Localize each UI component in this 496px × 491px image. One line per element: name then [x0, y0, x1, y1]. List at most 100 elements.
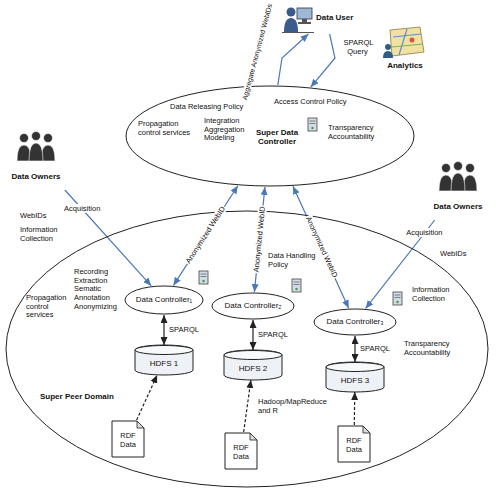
connector [354, 336, 355, 362]
hdfs-cylinder: HDFS 2 [223, 350, 283, 380]
edge-label: Anonymized WebID [303, 214, 339, 280]
ellipse-outline [6, 211, 488, 487]
text-block: Data Owners [4, 172, 68, 181]
text-block: Super Peer Domain [40, 392, 114, 401]
person-head [32, 132, 41, 141]
annotation-text: Data Handling Policy [268, 251, 316, 269]
annotation-text: Information Collection [412, 285, 450, 303]
annotation-text: WebIDs [20, 211, 47, 220]
document-outline [112, 421, 144, 457]
super-controller-region: Super Data Controller Data Releasing Poli… [125, 85, 415, 187]
map-sheet [390, 27, 424, 56]
map-road [393, 34, 421, 37]
node-label: Access Control Policy [274, 97, 347, 106]
cylinder-body [326, 362, 384, 392]
monitor-icon [297, 8, 312, 19]
rdf-document: RDF Data [111, 420, 145, 458]
text-block: RDF Data [341, 437, 367, 454]
person-body [383, 51, 393, 58]
node-label: Data Owners [434, 202, 483, 211]
node-label: Data Controller₁ [136, 295, 193, 304]
text-block: Data Controller₂ [225, 301, 282, 310]
edge-label: Acquisition [405, 229, 443, 238]
connector [163, 315, 164, 345]
document-fold [363, 426, 370, 433]
ellipse-outline [125, 286, 203, 314]
edge-label: Acquisition [63, 205, 101, 214]
node-label: Data User [316, 13, 353, 22]
data-owners-node: Data Owners [4, 128, 70, 190]
text-block: HDFS 1 [150, 359, 178, 368]
node-label: HDFS 1 [150, 359, 178, 368]
document-outline [338, 426, 370, 462]
document-fold [137, 421, 144, 428]
edge-label-text: SPARQL Query [343, 38, 374, 56]
text-block: Transparency Accountability [328, 124, 386, 141]
person-body [284, 18, 298, 32]
node-label: HDFS 2 [239, 364, 267, 373]
edge-label-text: SPARQL [257, 330, 289, 339]
analytics-icon-node: Analytics [380, 26, 432, 74]
node-label: HDFS 3 [341, 376, 369, 385]
annotation-label: Recording Extraction Sematic Annotation … [74, 268, 117, 311]
cylinder-top [135, 346, 193, 355]
annotation-label: Hadoop/MapReduce and R [258, 398, 328, 415]
text-block: Data Releasing Policy [170, 103, 243, 112]
desk-line [282, 32, 314, 33]
map-pin [410, 38, 415, 43]
dashed-connector [354, 392, 356, 425]
connector [252, 320, 253, 350]
node-label: Data Releasing Policy [170, 102, 243, 111]
edge-label-text: Acquisition [405, 228, 443, 237]
annotation-text: Hadoop/MapReduce and R [258, 397, 327, 415]
server-icon [308, 118, 317, 131]
text-block: Integration Aggregation Modeling [204, 117, 244, 143]
node-label: RDF Data [233, 443, 249, 461]
person-body [451, 173, 465, 191]
node-label: Analytics [387, 61, 423, 70]
node-label: Data Controller₂ [225, 301, 282, 310]
connector [173, 186, 237, 286]
annotation-text: Transparency Accountability [404, 339, 450, 357]
annotation-label: Data Handling Policy [268, 252, 318, 269]
document-outline [225, 433, 257, 469]
annotation-text: Information Collection [20, 225, 58, 243]
person-head [442, 164, 451, 173]
edge-label-text: SPARQL [168, 325, 200, 334]
server-icon [199, 271, 208, 284]
text-block: HDFS 2 [239, 364, 267, 373]
node-label: Super Peer Domain [40, 392, 114, 401]
annotation-text: Recording Extraction Sematic Annotation … [74, 267, 117, 311]
node-label: Integration Aggregation Modeling [204, 116, 244, 142]
edge-label: Anonymized WebID [252, 205, 267, 274]
monitor-stand [302, 19, 307, 22]
node-label: RDF Data [120, 431, 136, 449]
node-label: Propagation control services [138, 119, 190, 137]
person-head [466, 164, 475, 173]
edge-label: SPARQL [359, 345, 391, 354]
annotation-label: Transparency Accountability [404, 340, 460, 357]
connector [366, 220, 435, 308]
data-controller: Data Controller₃ [313, 308, 397, 336]
connector [311, 34, 335, 87]
annotation-label: Information Collection [412, 286, 458, 303]
person-head [454, 162, 463, 171]
edge-label: SPARQL [257, 331, 289, 340]
text-block: Analytics [380, 61, 430, 70]
map-road [392, 44, 423, 47]
text-block: Data User [316, 13, 353, 22]
data-controller: Data Controller₂ [211, 292, 295, 320]
edge-label: SPARQL Query [340, 39, 376, 56]
server-icon [393, 292, 402, 305]
rdf-document: RDF Data [224, 432, 258, 470]
annotation-label: Propagation control services [26, 294, 72, 320]
text-block: Super Data Controller [253, 128, 301, 146]
ellipse-outline [314, 309, 396, 335]
data-owners-node: Data Owners [426, 158, 492, 220]
edge-label-text: Acquisition [63, 204, 101, 213]
annotation-label: WebIDs [20, 212, 47, 221]
annotation-label: Information Collection [20, 226, 66, 243]
text-block: Access Control Policy [274, 98, 347, 107]
